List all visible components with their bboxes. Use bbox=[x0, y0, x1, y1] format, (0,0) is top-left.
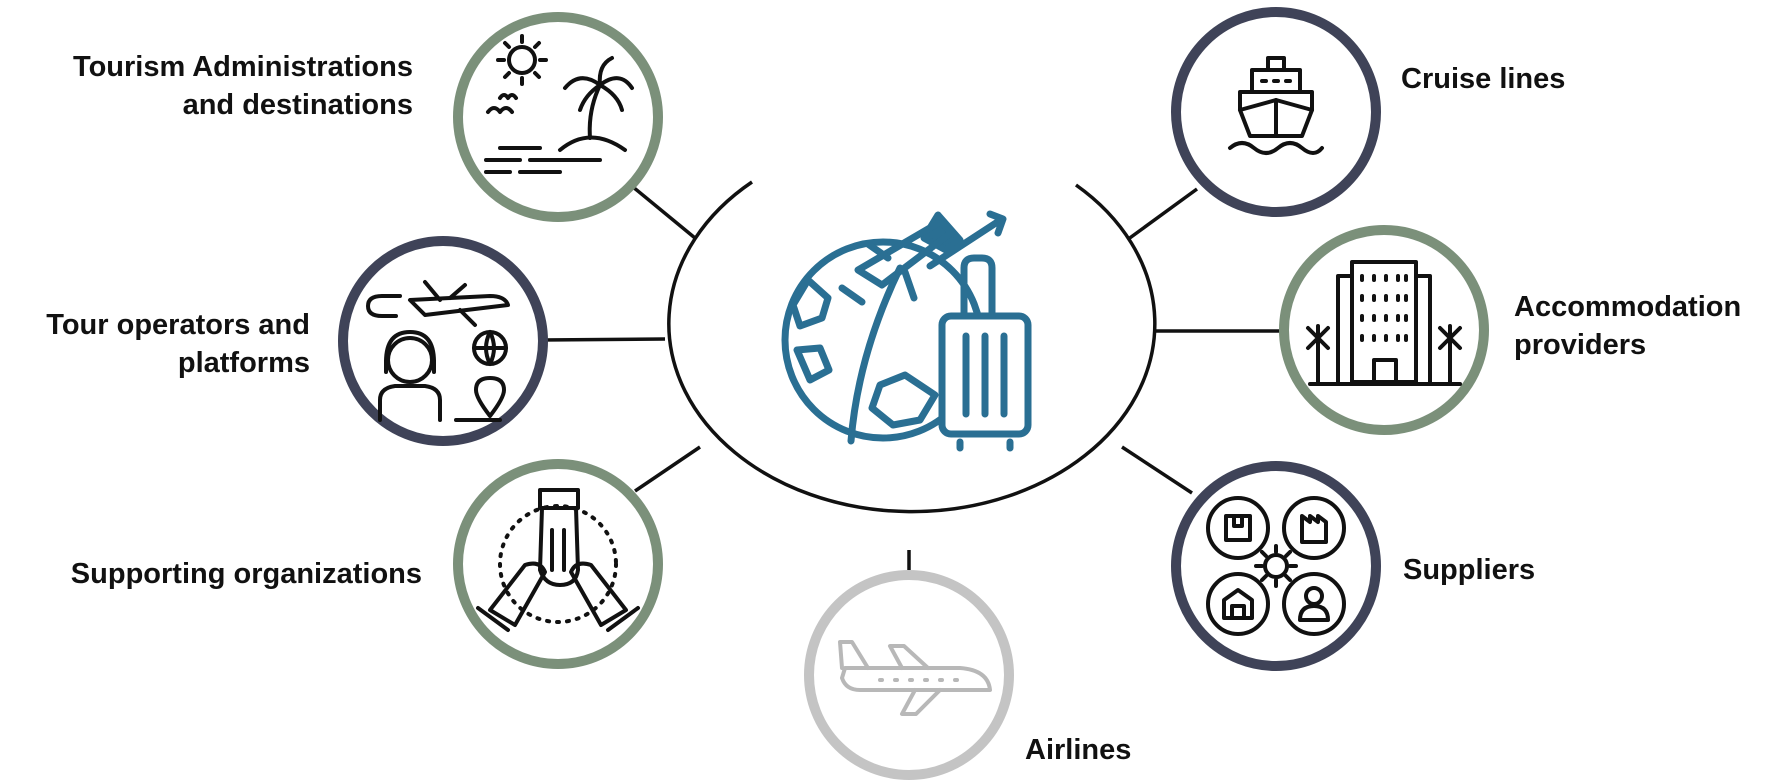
central-hub-arc bbox=[667, 180, 1157, 514]
label-line: Cruise lines bbox=[1401, 63, 1566, 95]
connector-tourism-administrations bbox=[631, 185, 697, 240]
connector-tour-operators bbox=[540, 337, 666, 342]
node-tour-operators bbox=[338, 236, 548, 446]
node-airlines bbox=[804, 570, 1014, 780]
hotel-building-icon bbox=[1306, 260, 1462, 386]
connector-supporting-organizations bbox=[634, 445, 701, 493]
label-tourism-administrations: Tourism Administrations and destinations bbox=[73, 48, 413, 124]
label-line: providers bbox=[1514, 329, 1647, 361]
label-airlines: Airlines bbox=[1025, 731, 1131, 769]
connector-cruise-lines bbox=[1125, 187, 1199, 242]
label-line: Tourism Administrations bbox=[73, 51, 413, 83]
globe-plane-luggage-icon bbox=[781, 210, 1032, 452]
connector-suppliers bbox=[1121, 445, 1193, 495]
connectors bbox=[540, 185, 1287, 570]
node-tourism-administrations bbox=[453, 12, 663, 222]
label-line: platforms bbox=[177, 347, 310, 379]
label-suppliers: Suppliers bbox=[1403, 551, 1535, 589]
label-supporting-organizations: Supporting organizations bbox=[71, 555, 422, 593]
ring-navy bbox=[338, 236, 548, 446]
supply-network-gear-icon bbox=[1206, 496, 1346, 636]
label-tour-operators: Tour operators and platforms bbox=[46, 306, 310, 382]
node-accommodation-providers bbox=[1279, 225, 1489, 435]
ring-green bbox=[453, 12, 663, 222]
airplane-icon bbox=[838, 640, 992, 716]
ring-grey bbox=[804, 570, 1014, 780]
label-line: and destinations bbox=[182, 89, 413, 121]
label-line: Suppliers bbox=[1403, 554, 1536, 586]
label-line: Airlines bbox=[1025, 734, 1132, 766]
label-line: Tour operators and bbox=[46, 309, 310, 341]
cruise-ship-icon bbox=[1228, 56, 1324, 155]
ring-navy bbox=[1171, 461, 1381, 671]
ring-green bbox=[453, 459, 663, 669]
ring-green bbox=[1279, 225, 1489, 435]
hands-together-icon bbox=[476, 488, 640, 632]
label-accommodation-providers: Accommodation providers bbox=[1514, 288, 1741, 364]
node-cruise-lines bbox=[1171, 7, 1381, 217]
label-cruise-lines: Cruise lines bbox=[1401, 60, 1565, 98]
agent-headset-plane-icon bbox=[366, 280, 510, 422]
node-supporting-organizations bbox=[453, 459, 663, 669]
label-line: Accommodation bbox=[1514, 291, 1742, 323]
beach-palm-sun-icon bbox=[484, 34, 634, 174]
node-suppliers bbox=[1171, 461, 1381, 671]
label-line: Supporting organizations bbox=[70, 558, 422, 590]
